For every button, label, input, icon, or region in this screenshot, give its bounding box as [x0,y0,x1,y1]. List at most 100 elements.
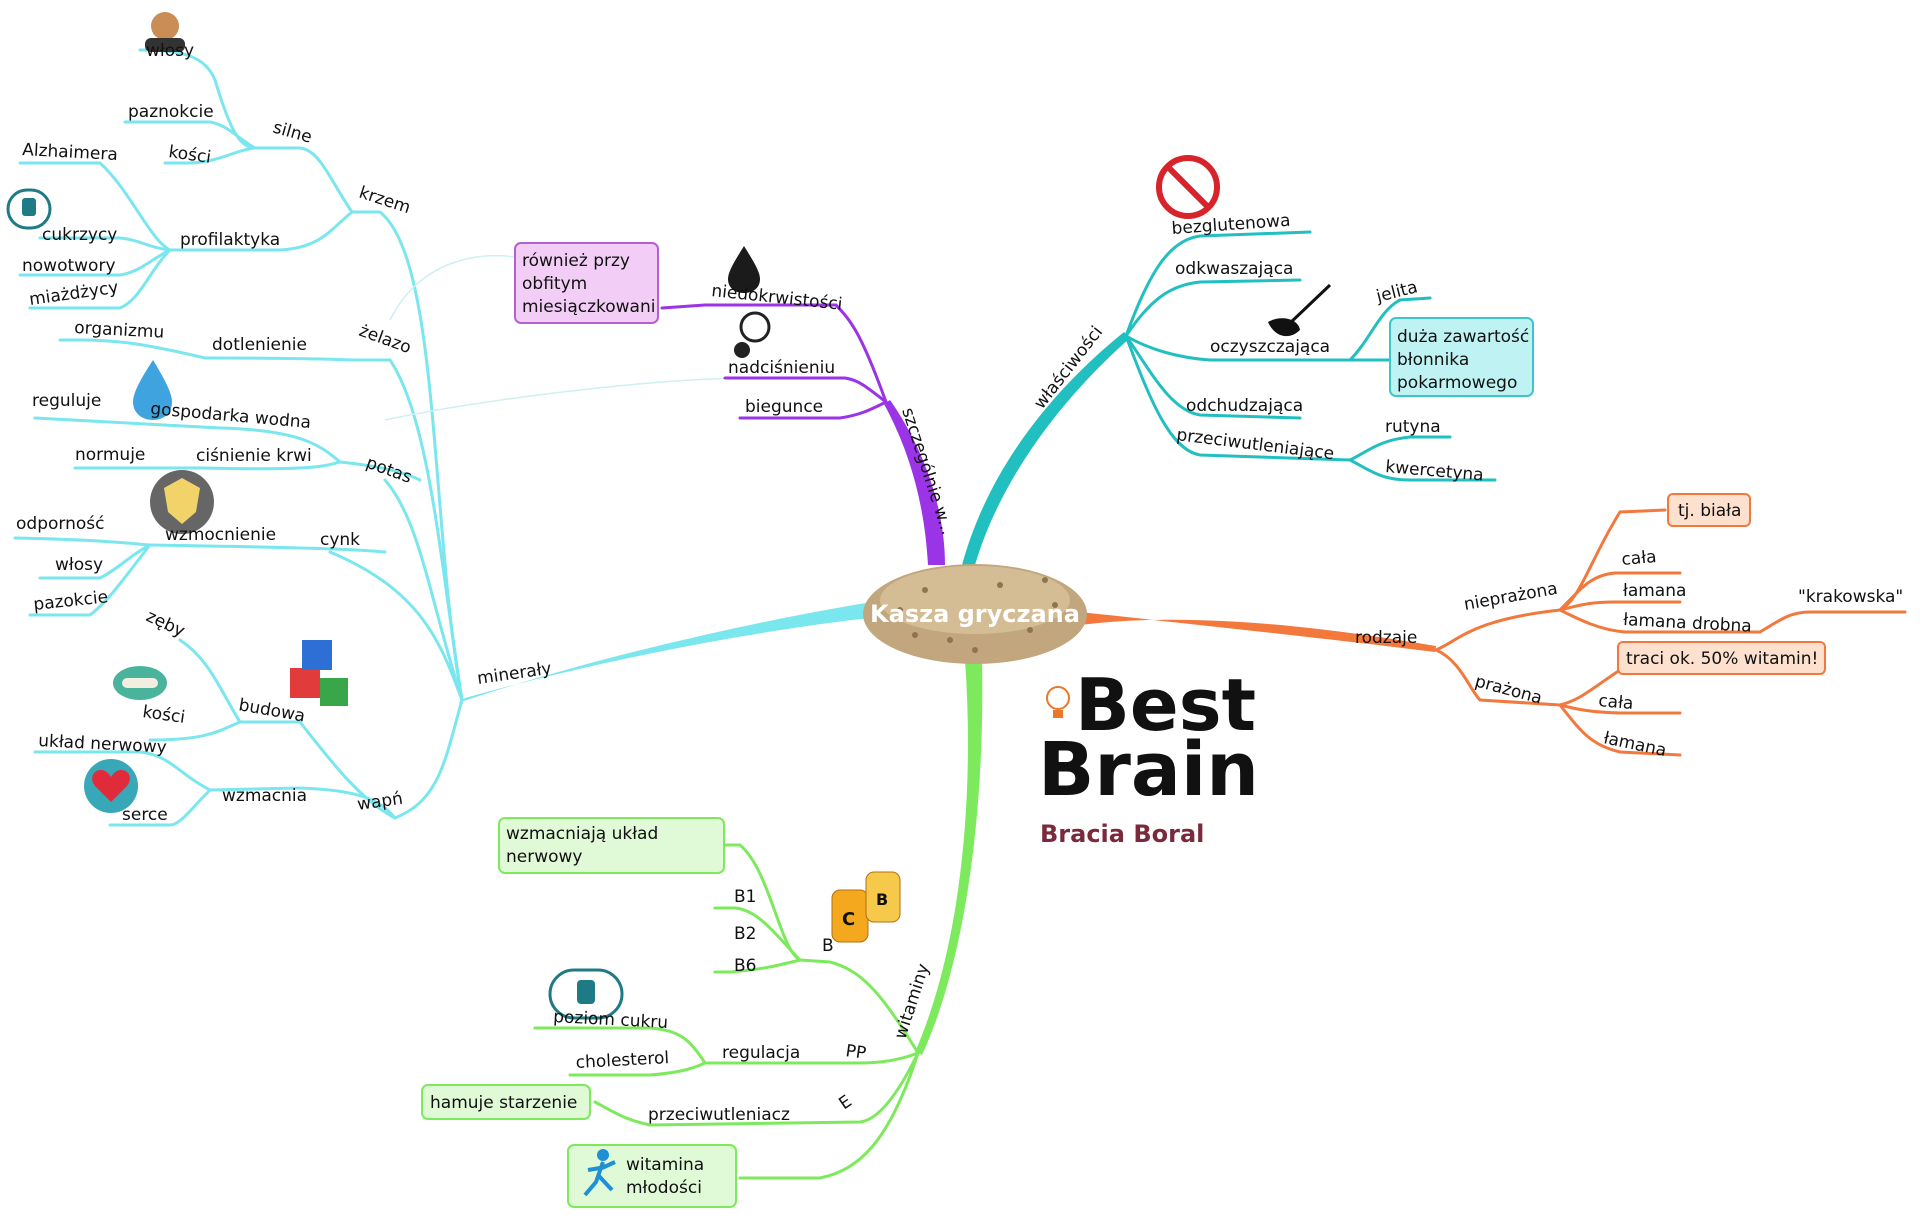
label-odkwaszajaca[interactable]: odkwaszająca [1175,259,1293,279]
label-b1[interactable]: B1 [734,887,756,907]
label-serce[interactable]: serce [122,805,168,825]
label-lamana-nieprazona[interactable]: łamana [1623,581,1686,601]
label-cala-nieprazona[interactable]: cała [1621,547,1658,570]
note-witamina-mlodosci-line1: witamina [626,1155,704,1175]
purple-connectors [660,303,888,420]
vitamin-c-label: C [842,909,855,930]
note-box-traci-witamin[interactable] [1617,641,1826,675]
green-connectors [533,843,920,1180]
label-cukrzycy[interactable]: cukrzycy [42,225,117,245]
note-box-uklad-nerwowy[interactable] [498,817,725,874]
logo-best: Best [1075,663,1256,747]
label-odchudzajaca[interactable]: odchudzająca [1186,396,1303,416]
label-e[interactable]: E [835,1092,855,1115]
label-zelazo[interactable]: żelazo [356,321,413,358]
note-miesiaczkowanie-line2: obfitym [522,274,587,294]
note-traci-witamin: traci ok. 50% witamin! [1626,649,1818,669]
label-wzmacnia[interactable]: wzmacnia [222,786,307,806]
label-cala-prazona[interactable]: cała [1598,691,1635,714]
label-biegunce[interactable]: biegunce [745,397,823,417]
label-niedokrwistosci[interactable]: niedokrwistości [710,281,843,315]
label-krakowska[interactable]: "krakowska" [1798,587,1903,607]
label-alzhaimera[interactable]: Alzhaimera [22,140,119,165]
label-dotlenienie[interactable]: dotlenienie [212,335,307,355]
label-organizmu[interactable]: organizmu [74,318,165,343]
logo-best-brain: Best Brain Bracia Boral [1038,663,1259,848]
label-silne[interactable]: silne [271,118,315,148]
note-witamina-mlodosci-line2: młodości [626,1178,702,1198]
label-nieprazona[interactable]: nieprażona [1462,579,1559,615]
label-b2[interactable]: B2 [734,924,756,944]
branch-wlasciwosci [962,332,1130,565]
label-uklad-nerwowy[interactable]: układ nerwowy [38,731,167,758]
label-profilaktyka[interactable]: profilaktyka [180,230,280,250]
logo-bracia-boral: Bracia Boral [1040,820,1204,848]
label-lamana-prazona[interactable]: łamana [1602,728,1668,761]
label-mineraly[interactable]: minerały [476,659,553,689]
note-box-witamina-mlodosci[interactable] [567,1144,737,1208]
note-blonnik-line1: duża zawartość [1397,327,1529,347]
note-miesiaczkowanie-line1: również przy [522,251,630,271]
label-rodzaje[interactable]: rodzaje [1355,628,1417,648]
label-cynk[interactable]: cynk [320,530,360,550]
teal-connectors [1124,230,1497,482]
icons: C B [6,12,1332,1197]
vitamin-b-label: B [876,890,888,909]
label-odpornosc[interactable]: odporność [16,514,104,534]
mineral-connectors [13,48,464,827]
branch-mineraly [458,602,872,703]
label-reguluje[interactable]: reguluje [32,391,101,411]
note-box-hamuje-starzenie[interactable] [421,1084,591,1120]
faint-connectors [384,254,741,421]
cubes-icon [290,640,348,706]
vitamin-bottles-icon: C B [831,871,901,943]
label-przeciwutleniajace[interactable]: przeciwutleniające [1175,425,1335,464]
note-uklad-nerwowy-line1: wzmacniają układ [506,824,658,844]
label-paznokcie[interactable]: paznokcie [128,102,214,122]
label-nowotwory[interactable]: nowotwory [22,256,116,276]
branch-witaminy [915,660,983,1055]
branch-szczegolnie [884,400,945,565]
label-regulacja[interactable]: regulacja [722,1043,800,1063]
broom-icon [1286,283,1332,327]
glucose-meter-icon [548,968,624,1020]
label-kosci-wapn[interactable]: kości [141,702,186,728]
buckwheat-grains [897,577,1058,653]
note-box-tj-biala[interactable] [1667,493,1751,527]
blood-pressure-icon [739,311,771,343]
note-hamuje-starzenie: hamuje starzenie [430,1093,577,1113]
center-node[interactable]: Kasza gryczana [863,564,1087,664]
buckwheat-pile-highlight [880,566,1070,634]
label-cholesterol[interactable]: cholesterol [575,1048,669,1073]
note-box-blonnik[interactable] [1389,317,1534,397]
running-man-icon [583,1149,616,1197]
branch-rodzaje [1080,612,1436,652]
label-rutyna[interactable]: rutyna [1385,417,1441,437]
label-wapn[interactable]: wapń [356,789,404,815]
note-miesiaczkowanie-line3: miesiączkowani [522,297,655,317]
label-pazokcie[interactable]: pazokcie [32,587,109,615]
label-wlosy-cynk[interactable]: włosy [55,555,103,575]
label-kwercetyna[interactable]: kwercetyna [1385,457,1485,486]
label-normuje[interactable]: normuje [75,445,145,465]
label-nadcisnieniu[interactable]: nadciśnieniu [728,358,835,378]
label-przeciwutleniacz[interactable]: przeciwutleniacz [648,1105,790,1125]
label-cisnienie-krwi[interactable]: ciśnienie krwi [196,446,312,466]
label-pp[interactable]: PP [844,1041,867,1064]
note-box-miesiaczkowanie[interactable] [514,242,659,324]
note-boxes [421,242,1826,1208]
label-oczyszczajaca[interactable]: oczyszczająca [1210,337,1330,357]
label-wlosy[interactable]: włosy [146,41,194,61]
note-uklad-nerwowy-line2: nerwowy [506,847,583,867]
note-blonnik-line3: pokarmowego [1397,373,1517,393]
label-b6[interactable]: B6 [734,956,756,976]
label-b[interactable]: B [822,936,834,956]
label-miazdzycy[interactable]: miażdżycy [28,278,120,310]
note-tj-biala: tj. biała [1678,501,1741,521]
water-drop-icon [133,360,172,420]
label-wzmocnienie[interactable]: wzmocnienie [165,525,276,545]
logo-brain: Brain [1038,727,1259,813]
lightbulb-icon [1046,686,1070,710]
label-zeby[interactable]: zęby [143,606,188,641]
